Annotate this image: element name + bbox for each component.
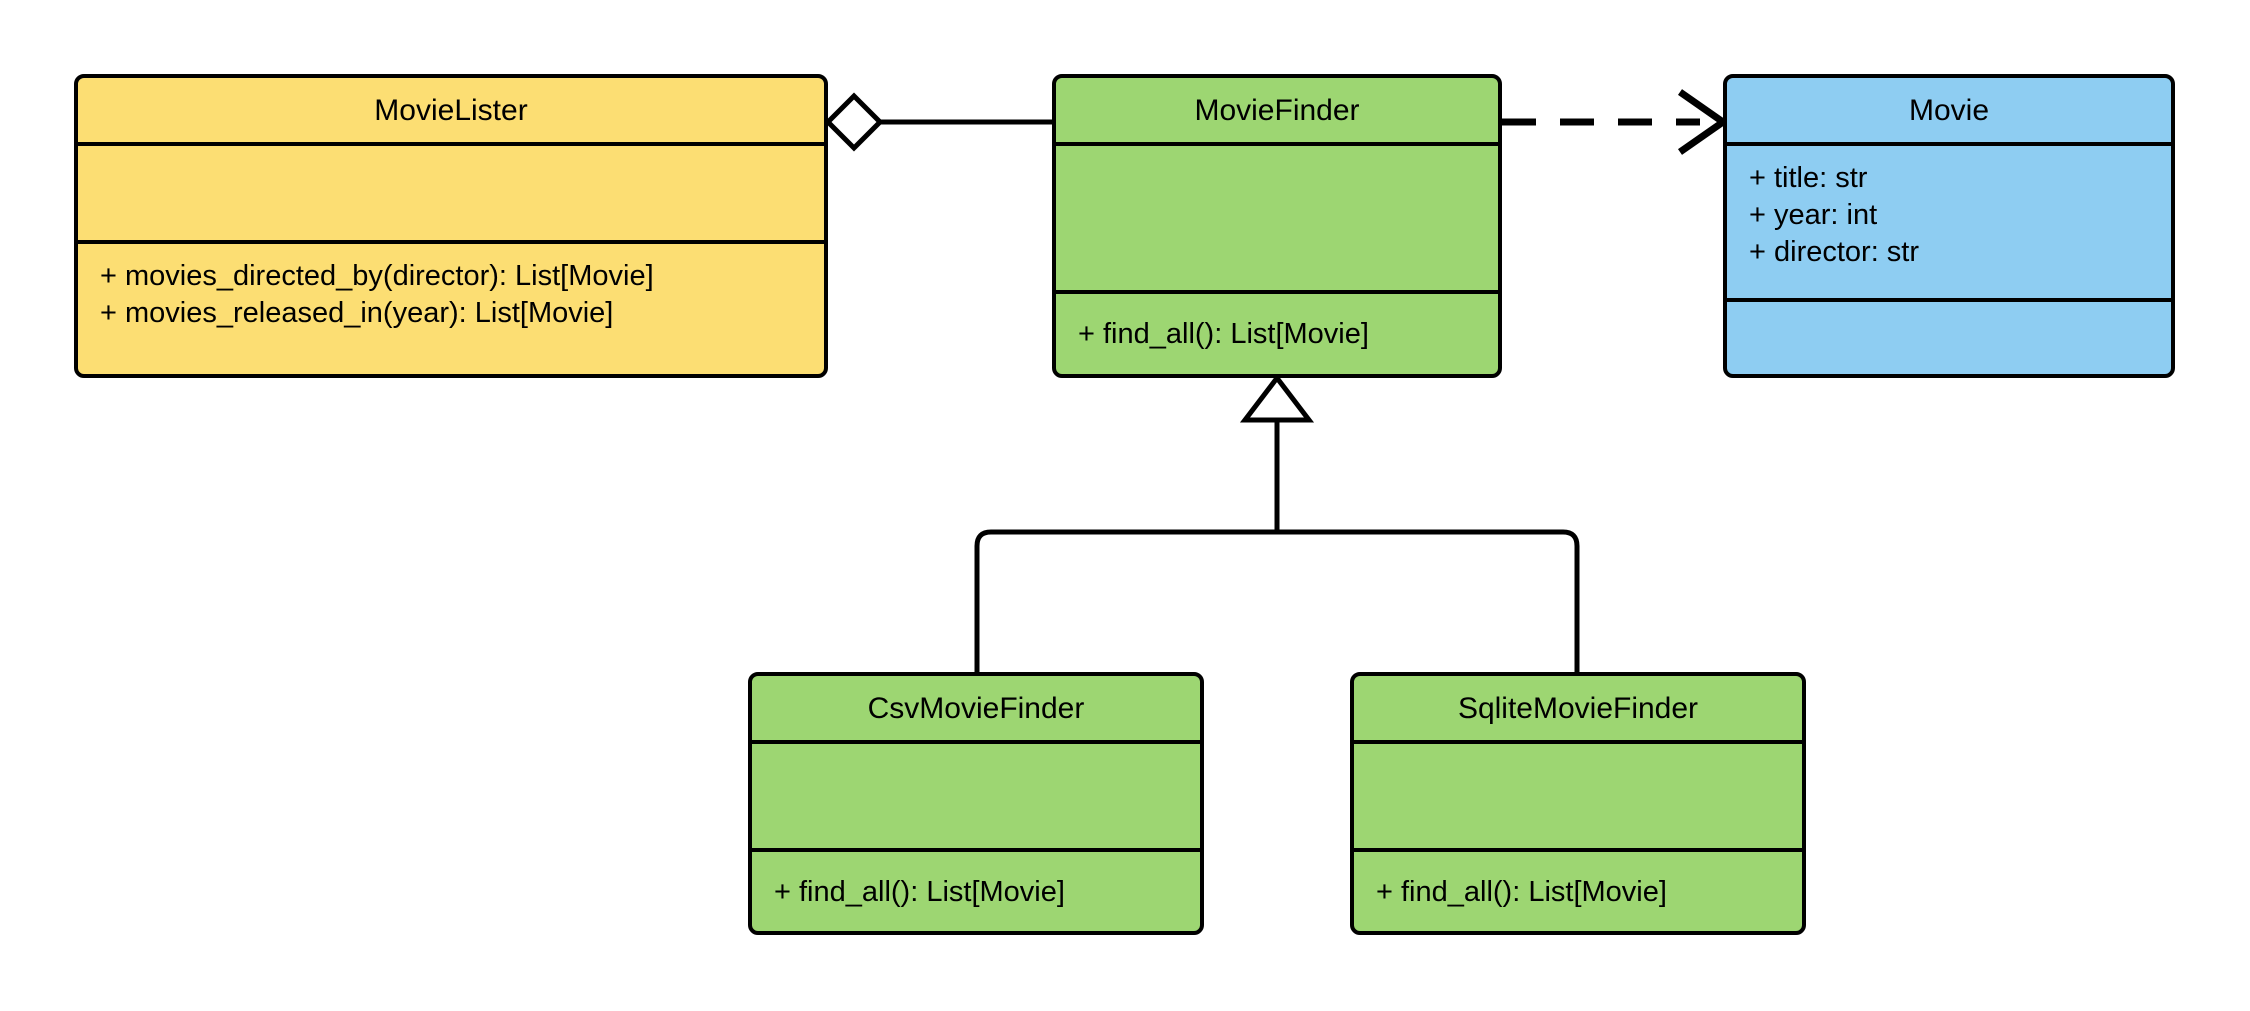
attribute-list: [78, 146, 824, 160]
class-methods-compartment: + find_all(): List[Movie]: [1354, 852, 1802, 931]
attribute-item: + year: int: [1749, 199, 1878, 232]
hollow-diamond-icon: [824, 92, 884, 152]
generalization-connector[interactable]: [974, 373, 1580, 672]
hollow-triangle-icon: [1239, 373, 1315, 423]
open-arrow-icon: [1677, 89, 1730, 155]
method-item: + find_all(): List[Movie]: [1376, 876, 1667, 908]
class-name-movie-lister: MovieLister: [374, 93, 528, 127]
class-name-sqlite-movie-finder: SqliteMovieFinder: [1457, 691, 1699, 725]
class-attributes-compartment: + title: str + year: int + director: str: [1727, 146, 2171, 302]
class-attributes-compartment: [752, 744, 1200, 852]
generalization-branch-path: [974, 529, 1580, 672]
class-box-movie[interactable]: Movie + title: str + year: int + directo…: [1723, 74, 2175, 378]
method-item: + movies_released_in(year): List[Movie]: [100, 297, 614, 330]
method-item: + find_all(): List[Movie]: [1078, 318, 1369, 350]
method-item: + find_all(): List[Movie]: [774, 876, 1065, 908]
method-list: + find_all(): List[Movie]: [752, 852, 1200, 911]
class-methods-compartment: + find_all(): List[Movie]: [1056, 294, 1498, 374]
class-name-csv-movie-finder: CsvMovieFinder: [867, 691, 1085, 725]
method-list: + movies_directed_by(director): List[Mov…: [78, 244, 824, 332]
dependency-connector[interactable]: [1502, 89, 1730, 155]
attribute-item: + title: str: [1749, 162, 1868, 194]
class-title-compartment: MovieFinder: [1056, 78, 1498, 146]
class-box-movie-finder[interactable]: MovieFinder + find_all(): List[Movie]: [1052, 74, 1502, 378]
class-box-csv-movie-finder[interactable]: CsvMovieFinder + find_all(): List[Movie]: [748, 672, 1204, 935]
method-list: + find_all(): List[Movie]: [1056, 294, 1498, 353]
method-item: + movies_directed_by(director): List[Mov…: [100, 260, 654, 292]
class-name-movie-finder: MovieFinder: [1194, 93, 1360, 127]
class-title-compartment: CsvMovieFinder: [752, 676, 1200, 744]
class-title-compartment: Movie: [1727, 78, 2171, 146]
attribute-list: + title: str + year: int + director: str: [1727, 146, 2171, 271]
class-title-compartment: MovieLister: [78, 78, 824, 146]
attribute-list: [1056, 146, 1498, 160]
class-box-sqlite-movie-finder[interactable]: SqliteMovieFinder + find_all(): List[Mov…: [1350, 672, 1806, 935]
method-list: + find_all(): List[Movie]: [1354, 852, 1802, 911]
class-methods-compartment: + movies_directed_by(director): List[Mov…: [78, 244, 824, 374]
attribute-list: [752, 744, 1200, 758]
class-title-compartment: SqliteMovieFinder: [1354, 676, 1802, 744]
aggregation-connector[interactable]: [824, 92, 1052, 152]
class-methods-compartment: + find_all(): List[Movie]: [752, 852, 1200, 931]
attribute-list: [1354, 744, 1802, 758]
method-list: [1727, 302, 2171, 316]
class-name-movie: Movie: [1908, 93, 1990, 127]
attribute-item: + director: str: [1749, 236, 1920, 269]
class-attributes-compartment: [1354, 744, 1802, 852]
class-box-movie-lister[interactable]: MovieLister + movies_directed_by(directo…: [74, 74, 828, 378]
class-attributes-compartment: [78, 146, 824, 244]
class-methods-compartment: [1727, 302, 2171, 374]
class-attributes-compartment: [1056, 146, 1498, 294]
